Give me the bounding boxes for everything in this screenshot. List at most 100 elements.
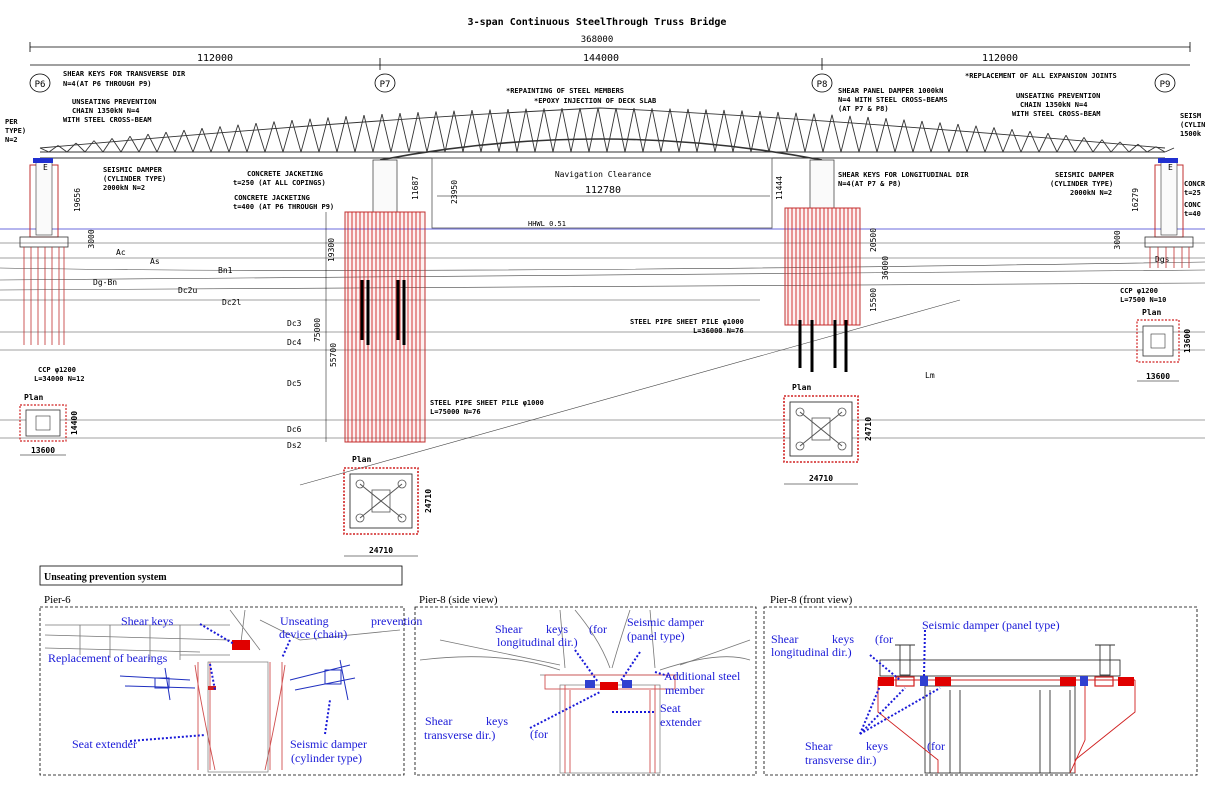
svg-text:19656: 19656	[73, 188, 82, 212]
svg-text:(for: (for	[927, 739, 945, 753]
detail-panel-pier8-side: Pier-8 (side view) Shear keys (for longi…	[414, 594, 757, 776]
svg-text:Replacement of bearings: Replacement of bearings	[48, 651, 168, 665]
svg-text:CONCRETE JACKETING: CONCRETE JACKETING	[247, 170, 323, 178]
svg-text:longitudinal dir.): longitudinal dir.)	[771, 645, 852, 659]
svg-text:Dgs: Dgs	[1155, 255, 1170, 264]
svg-text:(CYLINDER TYPE): (CYLINDER TYPE)	[103, 175, 166, 183]
svg-text:L=75000 N=76: L=75000 N=76	[430, 408, 481, 416]
svg-text:1500k: 1500k	[1180, 130, 1202, 138]
svg-text:HHWL 0.51: HHWL 0.51	[528, 220, 566, 228]
svg-text:15500: 15500	[869, 288, 878, 312]
svg-text:t=25: t=25	[1184, 189, 1201, 197]
truss-superstructure	[39, 107, 1175, 161]
svg-text:CHAIN 1350kN N=4: CHAIN 1350kN N=4	[1020, 101, 1087, 109]
svg-text:24710: 24710	[424, 489, 433, 513]
svg-text:t=400 (AT P6 THROUGH P9): t=400 (AT P6 THROUGH P9)	[233, 203, 334, 211]
svg-text:3000: 3000	[1113, 230, 1122, 249]
svg-text:E: E	[43, 163, 48, 172]
svg-text:transverse dir.): transverse dir.)	[805, 753, 876, 767]
svg-text:Pier-8 (front view): Pier-8 (front view)	[770, 594, 853, 606]
svg-text:UNSEATING PREVENTION: UNSEATING PREVENTION	[1016, 92, 1100, 100]
svg-text:extender: extender	[660, 715, 701, 729]
svg-text:Seismic damper: Seismic damper	[627, 615, 704, 629]
svg-text:WITH STEEL CROSS-BEAM: WITH STEEL CROSS-BEAM	[1012, 110, 1101, 118]
pier-p9: 16279 3000	[1113, 159, 1194, 268]
svg-text:(CYLIN: (CYLIN	[1180, 121, 1205, 129]
pier-p8: 11444 20500 36000 15500	[775, 159, 890, 372]
svg-text:13600: 13600	[31, 446, 55, 455]
svg-text:keys: keys	[866, 739, 888, 753]
svg-text:(AT P7 & P8): (AT P7 & P8)	[838, 105, 889, 113]
soil-layers	[0, 242, 1205, 486]
svg-text:Bn1: Bn1	[218, 266, 233, 275]
svg-text:UNSEATING PREVENTION: UNSEATING PREVENTION	[72, 98, 156, 106]
svg-text:CCP φ1200: CCP φ1200	[38, 366, 76, 374]
svg-text:Additional steel: Additional steel	[664, 669, 741, 683]
svg-text:Dc2l: Dc2l	[222, 298, 241, 307]
svg-text:Dg-Bn: Dg-Bn	[93, 278, 117, 287]
svg-text:Seismic damper (panel type): Seismic damper (panel type)	[922, 618, 1060, 632]
svg-text:L=34000 N=12: L=34000 N=12	[34, 375, 85, 383]
main-notes: SHEAR KEYS FOR TRANSVERSE DIR N=4(AT P6 …	[5, 70, 1205, 416]
svg-text:L=36000 N=76: L=36000 N=76	[693, 327, 744, 335]
drawing-title: 3-span Continuous SteelThrough Truss Bri…	[468, 16, 727, 28]
span3-dimension: 112000	[982, 53, 1018, 64]
svg-text:(cylinder type): (cylinder type)	[291, 751, 362, 765]
svg-text:(for: (for	[530, 727, 548, 741]
svg-text:(panel type): (panel type)	[627, 629, 685, 643]
svg-text:Navigation Clearance: Navigation Clearance	[555, 170, 652, 179]
svg-text:CONC: CONC	[1184, 201, 1201, 209]
svg-text:Plan: Plan	[24, 393, 43, 402]
svg-text:Plan: Plan	[1142, 308, 1161, 317]
svg-text:Plan: Plan	[352, 455, 371, 464]
svg-text:N=2: N=2	[5, 136, 18, 144]
svg-text:SEISM: SEISM	[1180, 112, 1201, 120]
svg-text:Shear: Shear	[495, 622, 522, 636]
svg-text:CONCRETE JACKETING: CONCRETE JACKETING	[234, 194, 310, 202]
svg-text:112780: 112780	[585, 185, 621, 196]
svg-text:L=7500 N=10: L=7500 N=10	[1120, 296, 1166, 304]
svg-text:SHEAR PANEL DAMPER 1000kN: SHEAR PANEL DAMPER 1000kN	[838, 87, 943, 95]
svg-text:Shear: Shear	[805, 739, 832, 753]
svg-text:STEEL PIPE SHEET PILE φ1000: STEEL PIPE SHEET PILE φ1000	[630, 318, 744, 326]
span1-dimension: 112000	[197, 53, 233, 64]
svg-text:Shear keys: Shear keys	[121, 614, 174, 628]
svg-text:11687: 11687	[411, 176, 420, 200]
svg-text:Ac: Ac	[116, 248, 126, 257]
svg-text:Dc4: Dc4	[287, 338, 302, 347]
svg-text:N=4(AT P7 & P8): N=4(AT P7 & P8)	[838, 180, 901, 188]
svg-text:As: As	[150, 257, 160, 266]
svg-text:23950: 23950	[450, 180, 459, 204]
svg-text:Plan: Plan	[792, 383, 811, 392]
svg-text:24710: 24710	[864, 417, 873, 441]
svg-text:Pier-8 (side view): Pier-8 (side view)	[419, 594, 498, 606]
svg-text:(CYLINDER TYPE): (CYLINDER TYPE)	[1050, 180, 1113, 188]
total-dimension: 368000	[581, 35, 614, 45]
svg-text:Shear: Shear	[425, 714, 452, 728]
svg-text:Unseating prevention system: Unseating prevention system	[44, 572, 167, 583]
svg-text:P9: P9	[1160, 80, 1171, 90]
svg-text:Dc3: Dc3	[287, 319, 302, 328]
bearing-markers: E E	[33, 158, 1178, 172]
svg-text:N=4 WITH STEEL CROSS-BEAMS: N=4 WITH STEEL CROSS-BEAMS	[838, 96, 948, 104]
detail-panel-pier6: Pier-6 Shear keys Un	[39, 594, 422, 776]
svg-text:Seat: Seat	[660, 701, 681, 715]
svg-text:keys: keys	[546, 622, 568, 636]
svg-text:keys: keys	[486, 714, 508, 728]
svg-text:P6: P6	[35, 80, 46, 90]
plan-view-p8: Plan 24710 24710	[783, 383, 873, 485]
svg-text:Seat extender: Seat extender	[72, 737, 137, 751]
svg-text:prevention: prevention	[371, 614, 422, 628]
svg-text:member: member	[665, 683, 704, 697]
svg-text:75000: 75000	[313, 318, 322, 342]
svg-text:(for: (for	[875, 632, 893, 646]
span2-dimension: 144000	[583, 53, 619, 64]
svg-text:20500: 20500	[869, 228, 878, 252]
svg-text:TYPE): TYPE)	[5, 127, 26, 135]
svg-text:19300: 19300	[327, 238, 336, 262]
svg-text:WITH STEEL CROSS-BEAM: WITH STEEL CROSS-BEAM	[63, 116, 152, 124]
svg-text:Lm: Lm	[925, 371, 935, 380]
pier-label-p9: P9	[1154, 73, 1176, 93]
pier-label-p8: P8	[811, 73, 833, 93]
svg-text:2000kN N=2: 2000kN N=2	[1070, 189, 1112, 197]
